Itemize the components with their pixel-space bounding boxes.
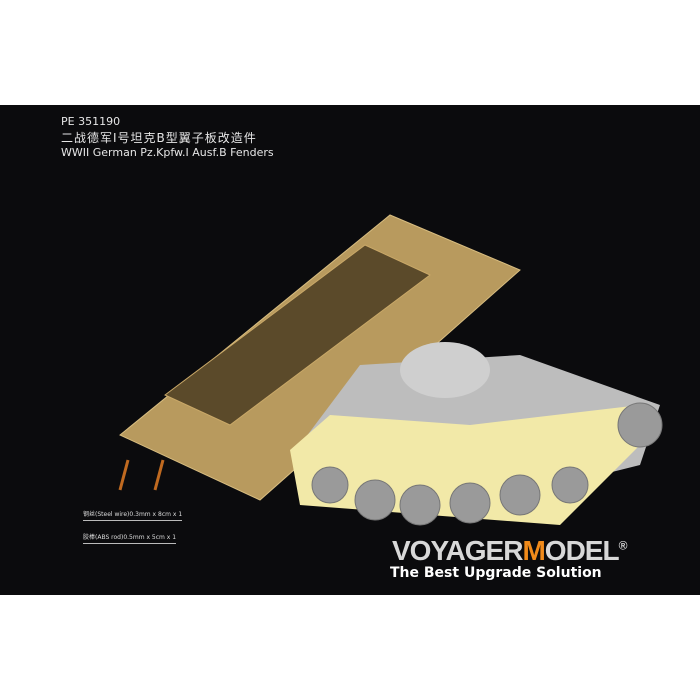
- product-illustration: [118, 214, 663, 526]
- springs: [118, 459, 165, 491]
- tank-turret: [400, 342, 490, 398]
- product-title-cn: 二战德军I号坦克B型翼子板改造件: [61, 131, 257, 145]
- slogan: The Best Upgrade Solution: [390, 565, 602, 581]
- road-wheels: [311, 402, 663, 526]
- abs-rod-note: 胶棒(ABS rod)0.5mm x 5cm x 1: [83, 532, 177, 544]
- product-code: PE 351190: [61, 115, 121, 128]
- voyager-model-logo: VOYAGERMODEL®: [392, 535, 627, 566]
- steel-wire-note: 钢丝(Steel wire)0.3mm x 8cm x 1: [83, 509, 183, 521]
- product-photo: PE 351190 二战德军I号坦克B型翼子板改造件 WWII German P…: [0, 105, 700, 595]
- product-title-en: WWII German Pz.Kpfw.I Ausf.B Fenders: [61, 146, 274, 159]
- fender-grating: [164, 244, 431, 426]
